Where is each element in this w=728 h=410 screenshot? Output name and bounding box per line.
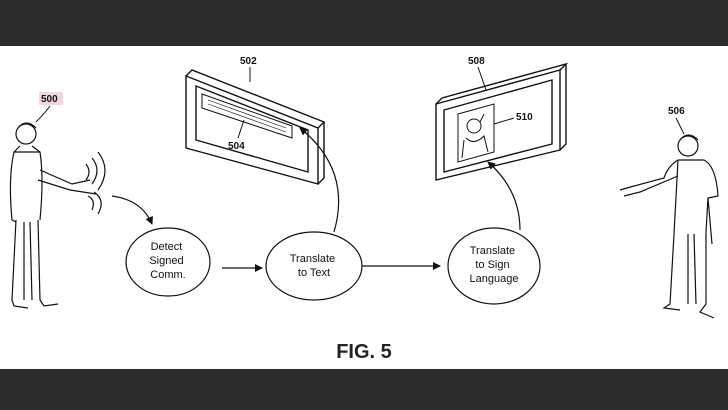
text-field-ref-number: 504 bbox=[228, 141, 245, 152]
signer-ref-highlight bbox=[39, 92, 63, 105]
avatar-display-monitor bbox=[435, 62, 569, 181]
figure-caption: FIG. 5 bbox=[336, 341, 392, 363]
translate-text-line-2: to Text bbox=[298, 267, 330, 279]
avatar-ref-leader bbox=[493, 117, 515, 125]
arrow-text-to-display bbox=[299, 127, 340, 233]
viewer-ref-leader bbox=[675, 117, 685, 135]
viewer-ref-number: 506 bbox=[668, 106, 685, 117]
avatar-ref-number: 510 bbox=[516, 112, 533, 123]
avatar-display-ref-leader bbox=[477, 66, 487, 91]
detect-signed-node-label: Detect Signed Comm. bbox=[149, 241, 186, 281]
arrow-sign-to-display bbox=[487, 161, 521, 231]
arrow-signer-to-detect bbox=[111, 195, 153, 225]
signer-ref-leader bbox=[35, 105, 51, 123]
translate-to-sign-node-label: Translate to Sign Language bbox=[470, 245, 519, 285]
translate-sign-line-2: to Sign bbox=[475, 259, 509, 271]
translate-to-sign-node bbox=[447, 227, 541, 305]
translate-to-text-node-label: Translate to Text bbox=[290, 253, 339, 279]
top-letterbox-bar bbox=[0, 0, 728, 46]
detect-signed-line-3: Comm. bbox=[150, 269, 185, 281]
sign-language-avatar bbox=[457, 103, 495, 163]
signer-ref-number: 500 bbox=[41, 94, 58, 105]
avatar-display-ref-number: 508 bbox=[468, 56, 485, 67]
translate-to-text-node bbox=[265, 231, 363, 301]
text-display-ref-number: 502 bbox=[240, 56, 257, 67]
signer-person-figure bbox=[9, 122, 106, 309]
detect-signed-line-2: Signed bbox=[149, 255, 183, 267]
translate-sign-line-1: Translate bbox=[470, 245, 515, 257]
detect-signed-node bbox=[125, 227, 211, 297]
text-display-monitor bbox=[185, 69, 326, 185]
text-field-box bbox=[201, 93, 293, 139]
translate-text-line-1: Translate bbox=[290, 253, 335, 265]
viewer-person-figure bbox=[619, 134, 719, 319]
bottom-letterbox-bar bbox=[0, 369, 728, 410]
text-field-ref-leader bbox=[237, 119, 245, 139]
translate-sign-line-3: Language bbox=[470, 273, 519, 285]
detect-signed-line-1: Detect bbox=[151, 241, 183, 253]
